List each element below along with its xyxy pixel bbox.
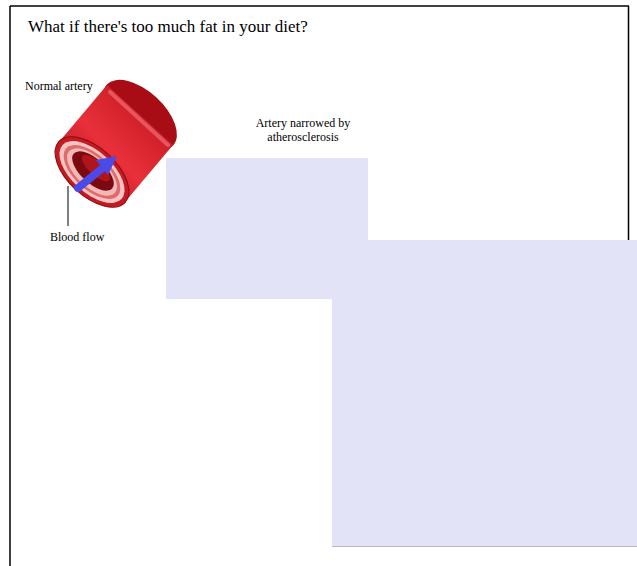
part-label: Blood flow bbox=[50, 231, 104, 245]
blank-panel bbox=[332, 240, 637, 546]
title: What if there's too much fat in your die… bbox=[28, 17, 308, 37]
panel-edge bbox=[332, 546, 637, 547]
part-label: Normal artery bbox=[25, 80, 93, 94]
part-label: Artery narrowed by atherosclerosis bbox=[240, 117, 366, 145]
leader-line bbox=[68, 186, 69, 226]
